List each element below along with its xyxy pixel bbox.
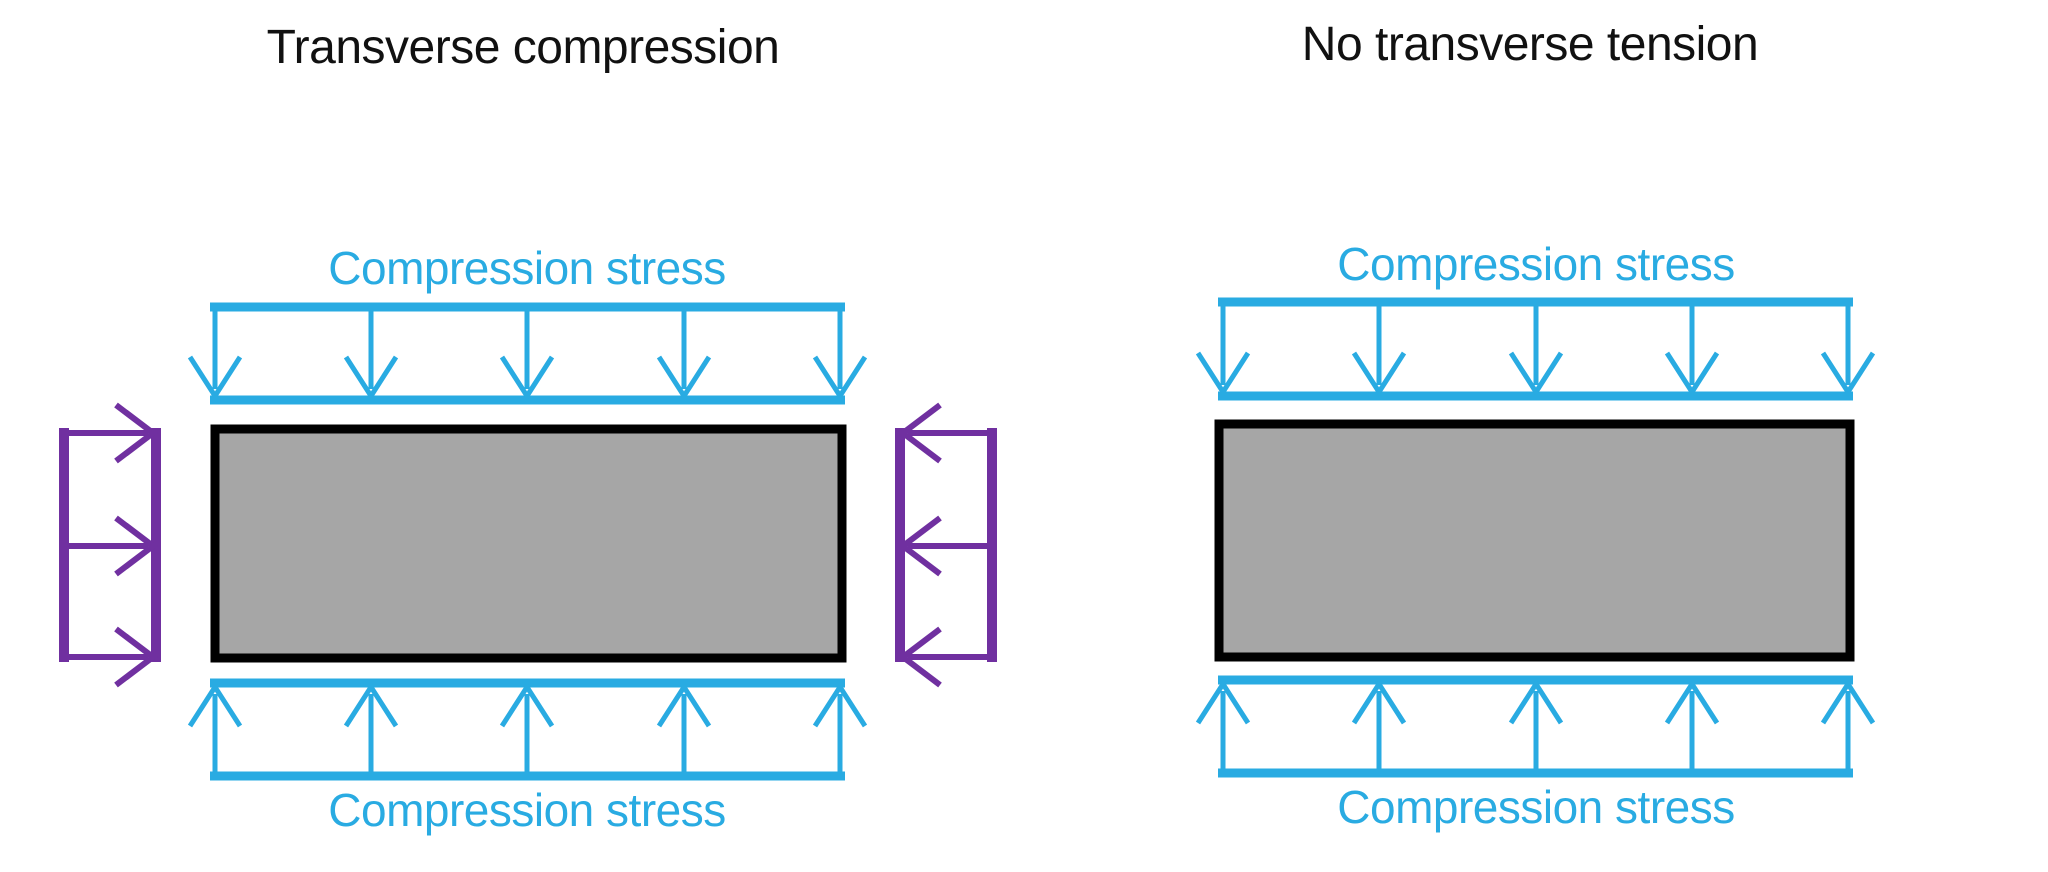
left-side-transverse-arrows — [59, 402, 161, 688]
left-arrow — [898, 626, 990, 688]
right-arrow — [66, 515, 158, 577]
down-arrow — [1508, 306, 1564, 397]
up-arrow — [1195, 679, 1251, 769]
right-side-transverse-arrows — [895, 402, 997, 688]
right-arrow — [66, 626, 158, 688]
up-arrow — [1820, 679, 1876, 769]
right-top-compression-arrows — [1195, 297, 1876, 401]
down-arrow — [1664, 306, 1720, 397]
down-arrow — [1351, 306, 1407, 397]
down-arrow — [499, 311, 555, 401]
left-top-compression-label: Compression stress — [328, 242, 725, 294]
right-bottom-compression-label: Compression stress — [1337, 781, 1734, 833]
left-top-compression-arrows — [187, 302, 868, 405]
up-arrow — [1508, 679, 1564, 769]
left-material-block — [210, 424, 847, 663]
left-bottom-compression-arrows — [187, 678, 868, 781]
up-arrow — [656, 682, 712, 772]
up-arrow — [499, 682, 555, 772]
left-panel-title: Transverse compression — [267, 21, 780, 74]
up-arrow — [1664, 679, 1720, 769]
right-top-compression-label: Compression stress — [1337, 238, 1734, 290]
up-arrow — [343, 682, 399, 772]
down-arrow — [1820, 306, 1876, 397]
up-arrow — [812, 682, 868, 772]
right-bottom-compression-arrows — [1195, 675, 1876, 778]
down-arrow — [656, 311, 712, 401]
right-panel-title: No transverse tension — [1302, 18, 1758, 71]
left-arrow — [898, 515, 990, 577]
down-arrow — [187, 311, 243, 401]
right-material-block — [1214, 419, 1855, 662]
down-arrow — [812, 311, 868, 401]
down-arrow — [1195, 306, 1251, 397]
down-arrow — [343, 311, 399, 401]
left-arrow — [898, 402, 990, 464]
up-arrow — [187, 682, 243, 772]
up-arrow — [1351, 679, 1407, 769]
left-bottom-compression-label: Compression stress — [328, 784, 725, 836]
right-arrow — [66, 402, 158, 464]
